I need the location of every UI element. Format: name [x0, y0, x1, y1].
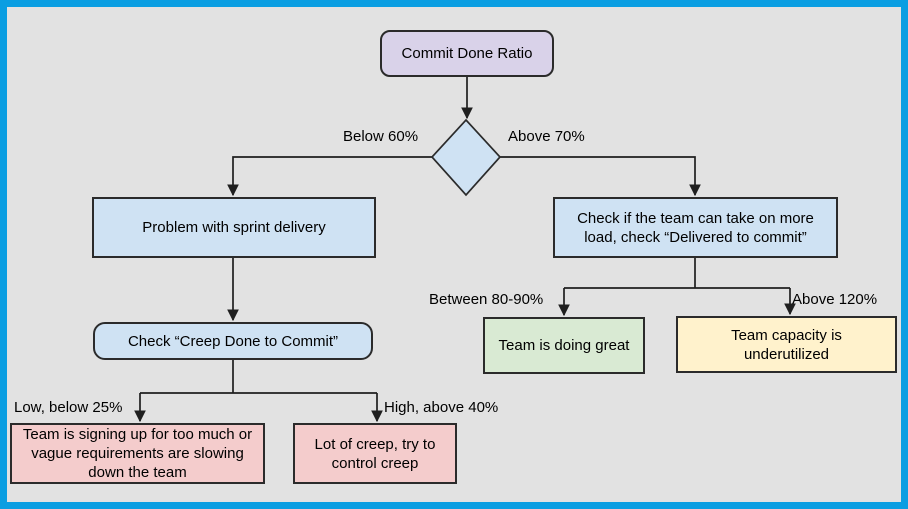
- node-problem-sprint-delivery-label: Problem with sprint delivery: [142, 219, 326, 236]
- node-check-creep-done-to-commit-label: Check “Creep Done to Commit”: [127, 332, 339, 350]
- node-commit-done-ratio: Commit Done Ratio: [380, 30, 554, 77]
- node-team-doing-great: Team is doing great: [483, 317, 645, 374]
- connector-decision-to-moreload: [500, 156, 701, 197]
- edge-label-high-above-40: High, above 40%: [384, 399, 499, 416]
- edge-label-above-70: Above 70%: [508, 128, 585, 145]
- edge-label-below-60: Below 60%: [343, 128, 419, 145]
- node-team-doing-great-label: Team is doing great: [498, 337, 630, 354]
- edge-label-above-120: Above 120%: [792, 291, 878, 308]
- node-problem-sprint-delivery: Problem with sprint delivery: [92, 197, 376, 258]
- node-check-creep-done-to-commit: Check “Creep Done to Commit”: [93, 322, 373, 360]
- node-too-much-vague-requirements-label: Team is signing up for too much or vague…: [22, 426, 253, 481]
- node-lot-of-creep: Lot of creep, try to control creep: [293, 423, 457, 484]
- node-check-more-load: Check if the team can take on more load,…: [553, 197, 838, 258]
- node-lot-of-creep-label: Lot of creep, try to control creep: [314, 435, 436, 472]
- node-commit-done-ratio-label: Commit Done Ratio: [401, 45, 533, 62]
- node-team-capacity-underutilized: Team capacity is underutilized: [676, 316, 897, 373]
- node-team-capacity-underutilized-label: Team capacity is underutilized: [731, 326, 842, 363]
- node-too-much-vague-requirements: Team is signing up for too much or vague…: [10, 423, 265, 484]
- edge-label-between-80-90: Between 80-90%: [429, 291, 544, 308]
- connector-decision-to-problem: [227, 156, 432, 197]
- edge-label-low-below-25: Low, below 25%: [14, 399, 123, 416]
- decision-diamond: [430, 118, 502, 197]
- node-check-more-load-label: Check if the team can take on more load,…: [577, 209, 814, 246]
